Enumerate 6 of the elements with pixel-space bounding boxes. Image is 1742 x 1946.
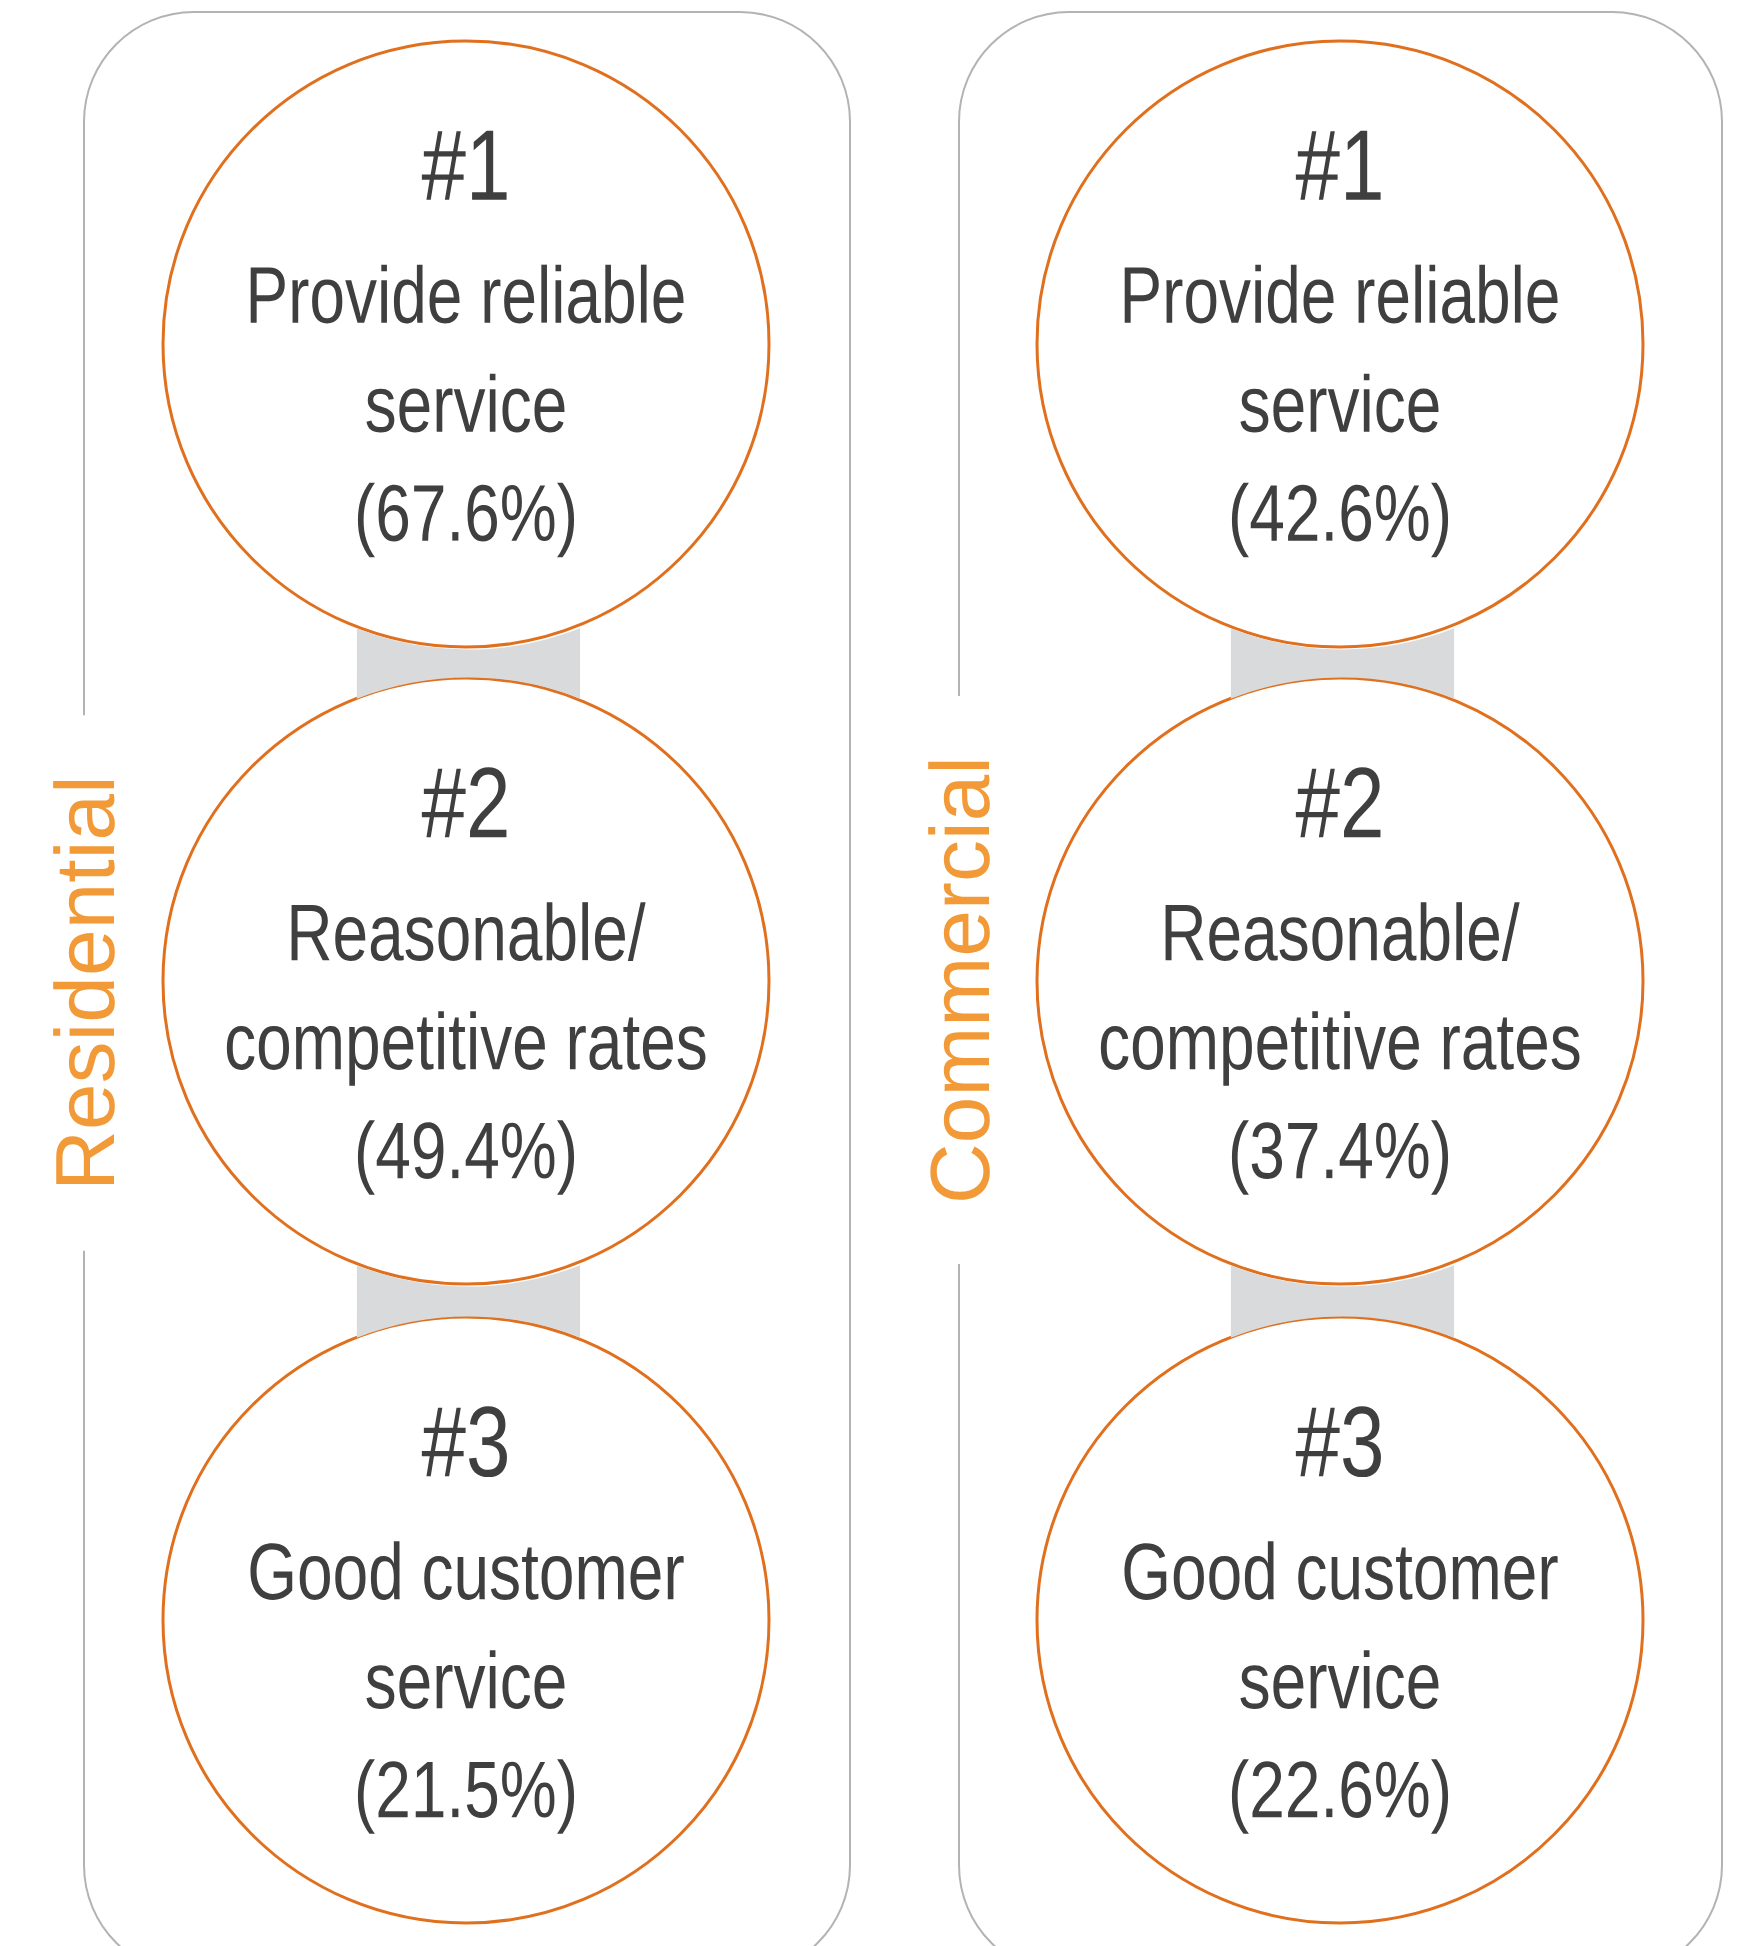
connector-bar — [356, 1265, 581, 1338]
vertical-heading: Commercial — [924, 696, 994, 1265]
connector-bar — [1230, 1265, 1455, 1338]
connector-bar — [1230, 628, 1455, 699]
vertical-heading: Residential — [49, 715, 119, 1251]
connector-bar — [356, 628, 581, 699]
